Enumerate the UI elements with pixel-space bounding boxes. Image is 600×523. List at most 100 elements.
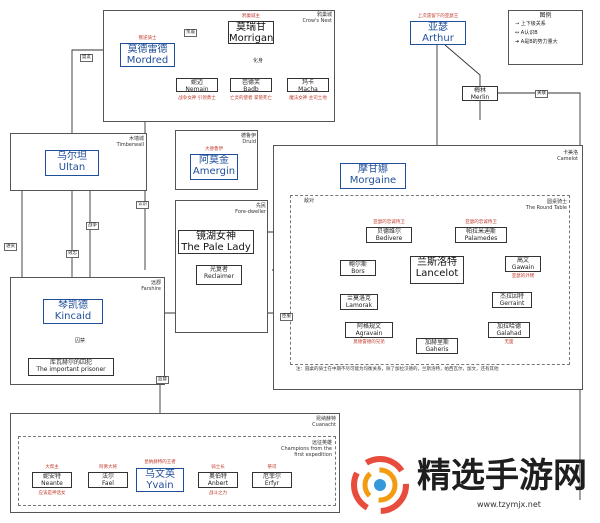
watermark-url: www.tzymjx.net bbox=[477, 500, 541, 509]
champion-3-note: 骑士长 bbox=[211, 465, 225, 470]
badb-desc: 亡灵的使者 掌管死亡 bbox=[230, 96, 272, 101]
camelot-title-cn: 卡美洛 bbox=[562, 150, 578, 156]
node-lancelot[interactable]: 兰斯洛特 Lancelot bbox=[410, 256, 464, 284]
morrigan-en: Morrigan bbox=[229, 33, 274, 44]
node-important-prisoner[interactable]: 库瓦赫尔的囚犯 The important prisoner bbox=[28, 358, 114, 376]
mordred-cn: 莫德雷德 bbox=[127, 44, 168, 55]
round-table-title: 圆桌骑士 The Round Table bbox=[515, 199, 567, 211]
node-morgaine[interactable]: 摩甘娜 Morgaine bbox=[340, 163, 406, 189]
champion-4-en: Erfyr bbox=[264, 480, 280, 487]
node-lamorak[interactable]: 兰莫洛克 Lamorak bbox=[340, 294, 378, 310]
farshire-title-cn: 远郡 bbox=[150, 280, 161, 286]
gerraint-cn: 杰拉因特 bbox=[499, 293, 524, 300]
champions-en: Champions from the first expedition bbox=[280, 446, 332, 458]
node-gaheris[interactable]: 加赫里斯 Gaheris bbox=[416, 338, 458, 354]
ultan-en: Ultan bbox=[58, 162, 86, 173]
champion-3-en: Anbert bbox=[207, 480, 229, 487]
farshire-title-en: Farshire bbox=[141, 286, 161, 292]
node-reclaimer[interactable]: 光复者 Reclaimer bbox=[196, 265, 242, 285]
node-morrigan[interactable]: 莫瑞甘 Morrigan bbox=[228, 21, 274, 44]
badb-en: Badb bbox=[243, 86, 259, 93]
bors-cn: 鲍尔斯 bbox=[348, 261, 367, 268]
gawain-en: Gawain bbox=[511, 264, 535, 271]
node-agravain[interactable]: 阿格规文 Agravain bbox=[345, 322, 393, 338]
node-kincaid[interactable]: 琴凯德 Kincaid bbox=[43, 299, 103, 324]
morrigan-note: 鸦巢城主 bbox=[242, 14, 260, 19]
merlin-link-label: 关联 bbox=[535, 90, 548, 98]
pale-lady-en: The Pale Lady bbox=[181, 242, 251, 253]
prisoner-en: The important prisoner bbox=[36, 366, 106, 373]
legend-item-3: A是B的势力量大 bbox=[520, 39, 558, 45]
node-champion-2[interactable]: 法尔 Fael bbox=[88, 472, 128, 488]
node-macha[interactable]: 玛卡 Macha bbox=[287, 78, 329, 93]
node-champion-4[interactable]: 厄菲尔 Erfyr bbox=[252, 472, 292, 488]
node-mordred[interactable]: 莫德雷德 Mordred bbox=[120, 43, 175, 67]
druid-title-cn: 德鲁伊 bbox=[240, 133, 256, 139]
champion-3-cn: 奥伯特 bbox=[208, 473, 227, 480]
timberwall-title-cn: 木墙城 bbox=[128, 136, 144, 142]
champion-4-note: 祭司 bbox=[267, 465, 277, 470]
round-table-frame bbox=[290, 195, 570, 365]
lamorak-en: Lamorak bbox=[345, 302, 373, 309]
merlin-cn: 梅林 bbox=[473, 87, 486, 94]
node-gawain[interactable]: 高文 Gawain bbox=[505, 256, 541, 272]
node-ultan[interactable]: 乌尔坦 Ultan bbox=[45, 150, 99, 176]
bors-en: Bors bbox=[351, 268, 365, 275]
reclaimer-en: Reclaimer bbox=[204, 273, 234, 280]
lancelot-en: Lancelot bbox=[415, 268, 459, 279]
node-champion-1[interactable]: 妮安特 Neante bbox=[32, 472, 72, 488]
prisoner-cn: 库瓦赫尔的囚犯 bbox=[49, 359, 92, 366]
reclaimer-cn: 光复者 bbox=[209, 266, 228, 273]
champions-cn: 远征英雄 bbox=[311, 440, 332, 446]
node-pale-lady[interactable]: 镜湖女神 The Pale Lady bbox=[178, 230, 254, 254]
kincaid-link-label: 囚禁 bbox=[75, 338, 86, 344]
legend-item-1: 上下级关系 bbox=[520, 21, 546, 27]
watermark-logo-icon bbox=[351, 456, 409, 514]
round-table-cn: 圆桌骑士 bbox=[546, 199, 567, 205]
node-gerraint[interactable]: 杰拉因特 Gerraint bbox=[492, 292, 532, 308]
node-amergin[interactable]: 阿莫金 Amergin bbox=[190, 154, 238, 180]
fore-dweller-title-cn: 先民 bbox=[255, 203, 266, 209]
macha-en: Macha bbox=[298, 86, 318, 93]
watermark-text: 精选手游网 bbox=[417, 456, 587, 496]
node-merlin[interactable]: 梅林 Merlin bbox=[462, 86, 498, 101]
palamedes-en: Palamedes bbox=[464, 235, 498, 242]
mordred-en: Mordred bbox=[126, 55, 169, 66]
watermark: 精选手游网 www.tzymjx.net bbox=[345, 448, 595, 520]
agravain-en: Agravain bbox=[355, 330, 383, 337]
macha-cn: 玛卡 bbox=[301, 79, 314, 86]
amergin-en: Amergin bbox=[192, 166, 236, 177]
galahad-note: 无面 bbox=[504, 340, 514, 345]
nemain-cn: 妮迈 bbox=[190, 79, 203, 86]
node-champion-3[interactable]: 奥伯特 Anbert bbox=[198, 472, 238, 488]
node-badb[interactable]: 芭德芙 Badb bbox=[230, 78, 272, 93]
legend-arrow-icon: → bbox=[515, 21, 520, 27]
region-timberwall bbox=[10, 133, 147, 191]
morgaine-en: Morgaine bbox=[349, 175, 397, 186]
region-title-camelot: 卡美洛 Camelot bbox=[528, 150, 578, 162]
node-palamedes[interactable]: 帕拉米迪斯 Palamedes bbox=[455, 227, 507, 243]
node-bedivere[interactable]: 贝德维尔 Bedivere bbox=[366, 227, 412, 243]
amergin-note: 大德鲁伊 bbox=[205, 147, 223, 152]
merlin-en: Merlin bbox=[470, 94, 490, 101]
region-druid bbox=[175, 130, 258, 190]
region-title-druid: 德鲁伊 Druid bbox=[214, 133, 256, 145]
arthur-en: Arthur bbox=[422, 33, 454, 44]
gawain-note: 亚瑟的外甥 bbox=[511, 274, 535, 279]
node-galahad[interactable]: 加拉哈德 Galahad bbox=[488, 322, 530, 338]
crows-nest-title-cn: 鸦巢城 bbox=[316, 12, 332, 18]
node-bors[interactable]: 鲍尔斯 Bors bbox=[340, 260, 376, 276]
champions-frame bbox=[18, 436, 336, 506]
node-arthur[interactable]: 亚瑟 Arthur bbox=[410, 21, 466, 45]
node-nemain[interactable]: 妮迈 Nemain bbox=[176, 78, 218, 93]
champion-2-cn: 法尔 bbox=[101, 473, 114, 480]
champions-title: 远征英雄 Champions from the first expedition bbox=[270, 440, 332, 458]
edge-label-tribute: 进贡 bbox=[4, 243, 17, 251]
mordred-note: 叛逆骑士 bbox=[138, 36, 157, 41]
champion-3-desc: 战斗之力 bbox=[209, 491, 227, 496]
morgaine-rel-label: 敌对 bbox=[304, 198, 315, 204]
cuanacht-title-cn: 昆纳赫特 bbox=[315, 416, 336, 422]
nemain-desc: 战争女神 引领勇士 bbox=[178, 96, 216, 101]
fore-dweller-title-en: Fore-dweller bbox=[235, 209, 266, 215]
node-yvain[interactable]: 乌文英 Yvain bbox=[136, 468, 184, 492]
